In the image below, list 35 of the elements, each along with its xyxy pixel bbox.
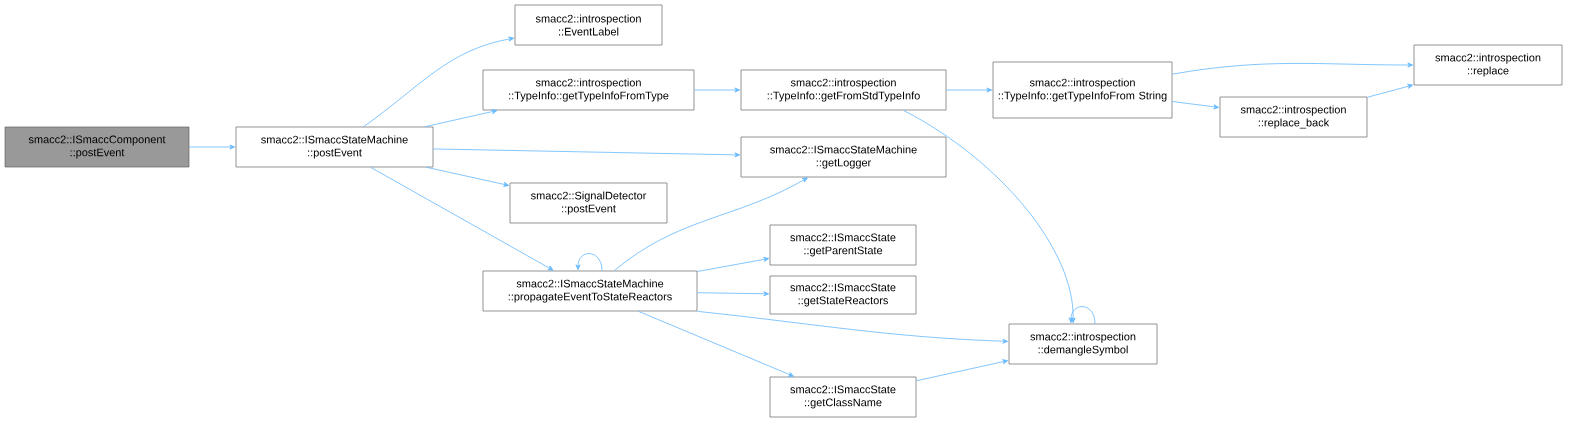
arrow xyxy=(1068,306,1096,325)
arrow xyxy=(693,87,741,93)
arrow xyxy=(575,253,603,272)
arrow xyxy=(945,87,993,93)
function-box: smacc2::ISmaccStateMachine ::postEvent xyxy=(235,126,434,168)
function-box: smacc2::SignalDetector ::postEvent xyxy=(509,182,668,224)
function-box: smacc2::introspection ::replace_back xyxy=(1219,96,1368,138)
arrow xyxy=(432,148,741,158)
arrow xyxy=(426,166,510,187)
function-box: smacc2::ISmaccState ::getClassName xyxy=(769,376,917,418)
arrow xyxy=(1366,83,1414,98)
arrow xyxy=(696,291,770,297)
arrow xyxy=(1171,62,1414,75)
function-box: smacc2::introspection ::replace xyxy=(1413,44,1563,86)
arrow xyxy=(363,36,515,128)
function-box: smacc2::ISmaccState ::getParentState xyxy=(769,224,917,266)
function-box: smacc2::introspection ::TypeInfo::getFromStdTypeInfo xyxy=(740,69,947,111)
function-box: smacc2::introspection ::TypeInfo::getTypeInfoFrom String xyxy=(992,61,1173,119)
arrow xyxy=(1171,101,1220,110)
function-box: smacc2::ISmaccStateMachine ::propagateEventToStateReactors xyxy=(482,270,698,312)
function-box: smacc2::ISmaccState ::getStateReactors xyxy=(769,275,917,315)
arrow xyxy=(424,109,498,128)
arrow xyxy=(696,256,770,272)
arrow xyxy=(188,144,236,150)
arrow xyxy=(613,177,808,272)
arrow xyxy=(638,310,794,377)
arrow xyxy=(903,109,1076,324)
function-box: smacc2::introspection ::demangleSymbol xyxy=(1008,323,1158,365)
function-box: smacc2::ISmaccComponent ::postEvent xyxy=(4,126,190,168)
function-box: smacc2::ISmaccStateMachine ::getLogger xyxy=(740,136,947,178)
arrow xyxy=(696,310,1009,344)
arrow xyxy=(370,166,554,271)
arrow xyxy=(915,359,1009,382)
function-box: smacc2::introspection ::EventLabel xyxy=(514,4,663,46)
function-box: smacc2::introspection ::TypeInfo::getTypeInfoFromType xyxy=(482,69,695,111)
